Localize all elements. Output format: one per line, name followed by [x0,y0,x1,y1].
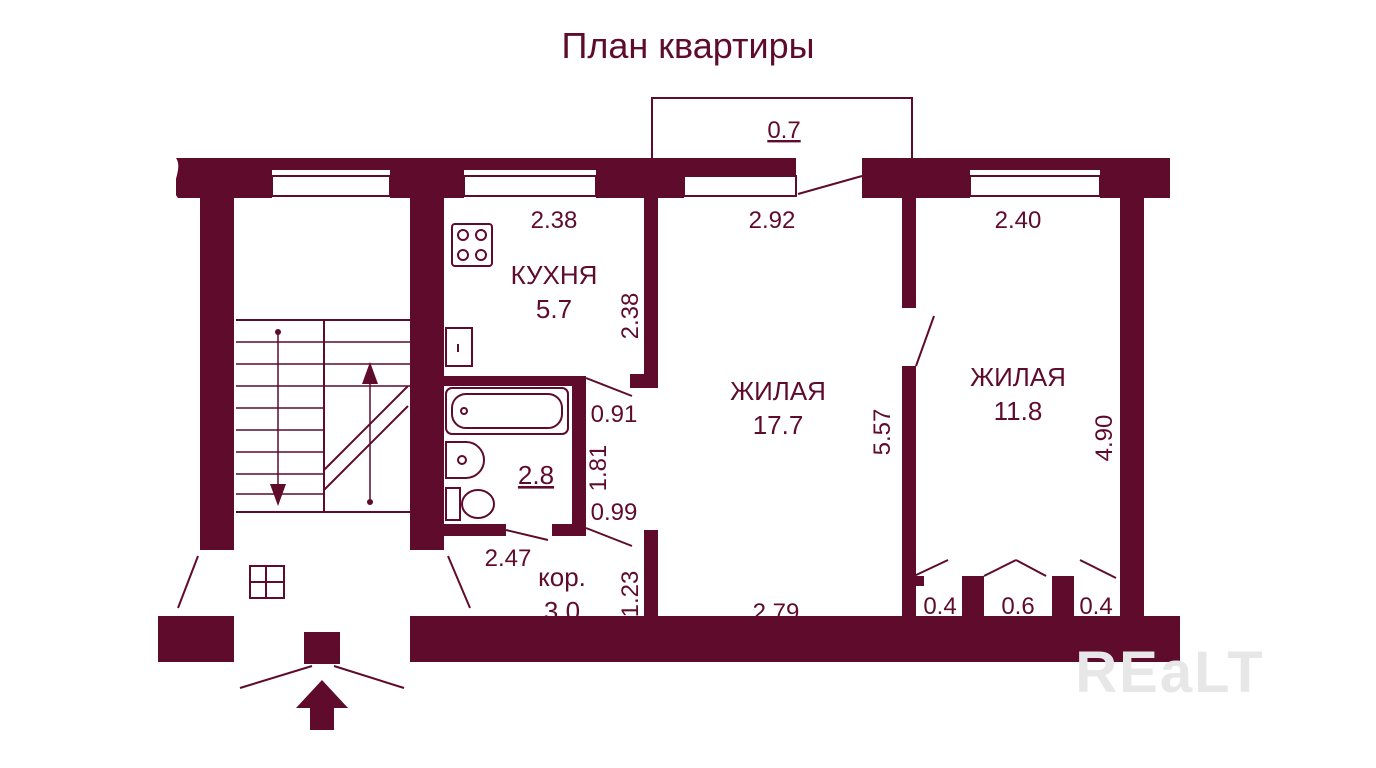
closet-right-area: 0.4 [1079,593,1112,620]
living-large-width-dim: 2.92 [749,207,796,234]
living-small-depth-dim: 4.90 [1091,415,1118,462]
bathtub-icon [445,387,569,435]
stove-icon [451,223,493,267]
corridor-depth-dim: 1.23 [617,571,644,618]
electric-panel-icon [249,565,285,599]
balcony-area: 0.7 [767,117,800,144]
living-large-name: ЖИЛАЯ [730,376,826,406]
living-large-bottom-dim: 2.79 [753,599,800,626]
sink-icon [445,327,473,367]
walls [158,158,1180,730]
stair-treads [236,332,410,502]
washbasin-icon [445,441,485,479]
kitchen-depth-dim: 2.38 [617,293,644,340]
corridor-width-dim: 2.47 [485,545,532,572]
closet-left-area: 0.4 [923,593,956,620]
bath-bottom-dim: 0.99 [591,499,638,526]
kitchen-width-dim: 2.38 [531,207,578,234]
plan-title: План квартиры [561,25,814,66]
living-large-area: 17.7 [753,410,804,440]
bathroom-area: 2.8 [518,460,554,490]
toilet-icon [445,487,495,521]
kitchen-name: КУХНЯ [511,260,598,290]
bath-top-dim: 0.91 [591,401,638,428]
corridor-area: 3.0 [544,596,580,626]
bath-side-dim: 1.81 [585,445,612,492]
living-small-name: ЖИЛАЯ [970,362,1066,392]
living-small-width-dim: 2.40 [995,207,1042,234]
closet-mid-area: 0.6 [1001,593,1034,620]
kitchen-area: 5.7 [536,294,572,324]
realt-watermark: REaLT [1075,640,1264,705]
living-small-area: 11.8 [994,396,1043,426]
living-large-depth-dim: 5.57 [869,409,896,456]
thin-lines [177,97,1117,689]
corridor-name: кор. [538,562,586,592]
